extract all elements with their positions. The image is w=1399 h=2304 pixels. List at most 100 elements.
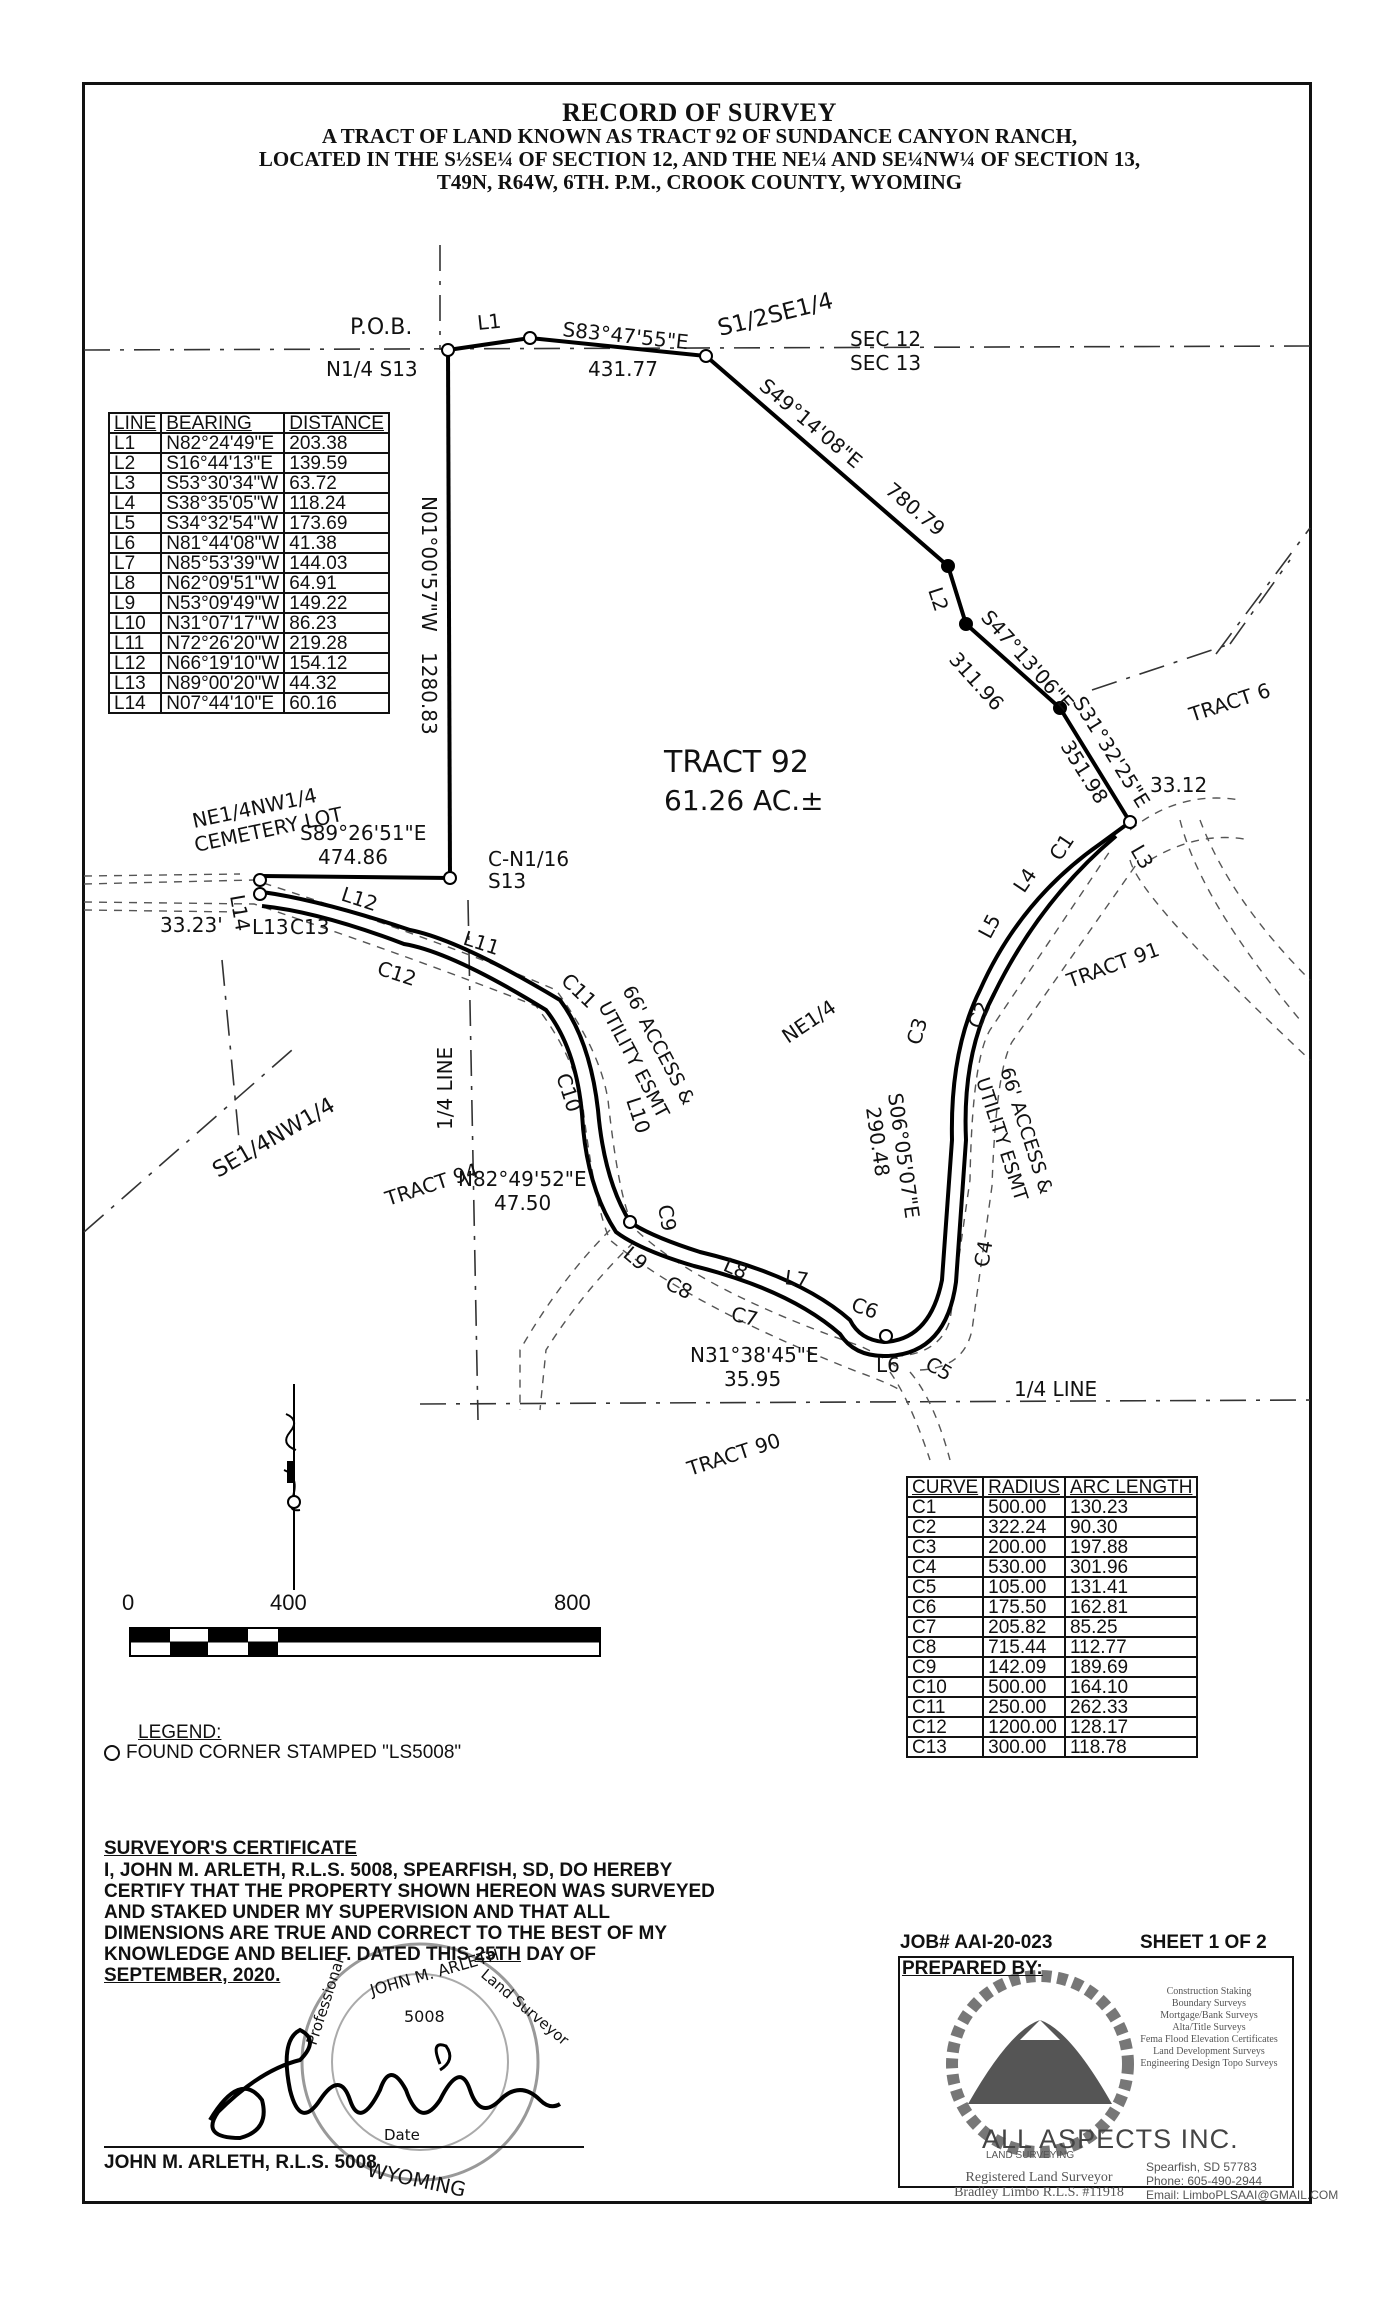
line-id: L7 (107, 552, 163, 574)
curve-id: C5 (905, 1576, 985, 1598)
line-id: L9 (107, 592, 163, 614)
road-edges (83, 797, 1311, 1461)
line-distance: 63.72 (283, 472, 390, 494)
curve-arc-length: 162.81 (1063, 1596, 1199, 1618)
seal-state: WYOMING (365, 2157, 468, 2201)
curve-radius: 1200.00 (982, 1716, 1066, 1738)
bearing-bot-label: N31°38'45"E (690, 1343, 819, 1367)
line-distance: 154.12 (283, 652, 390, 674)
certificate-title: SURVEYOR'S CERTIFICATE (104, 1838, 357, 1859)
line-bearing: S34°32'54"W (160, 512, 286, 534)
curve-radius: 175.50 (982, 1596, 1066, 1618)
bearing-s-label: S89°26'51"E (300, 821, 426, 845)
curve-id: C1 (905, 1496, 985, 1518)
scale-zero: 0 (122, 1590, 135, 1615)
scale-mid: 400 (270, 1590, 307, 1615)
curve-radius: 322.24 (982, 1516, 1066, 1538)
job-number: JOB# AAI-20-023 (900, 1932, 1053, 1953)
contact-phone: Phone: 605-490-2944 (1146, 2174, 1263, 2188)
seal-number: 5008 (404, 2007, 445, 2026)
set-pins (941, 559, 1067, 715)
line-distance: 219.28 (283, 632, 390, 654)
curve-id: C9 (905, 1656, 985, 1678)
curve-arc-length: 262.33 (1063, 1696, 1199, 1718)
service-item: Alta/Title Surveys (1172, 2022, 1246, 2033)
n14-s13-label: N1/4 S13 (326, 357, 418, 381)
signature-flourish (434, 2043, 452, 2072)
line-bearing: N82°24'49"E (160, 432, 286, 454)
line-id: L1 (107, 432, 163, 454)
l11-label: L11 (460, 926, 502, 960)
service-item: Land Development Surveys (1153, 2046, 1265, 2057)
dist-s-label: 474.86 (318, 845, 388, 869)
curve-radius: 500.00 (982, 1496, 1066, 1518)
seal-date: Date (384, 2126, 420, 2144)
l9-label: L9 (619, 1241, 653, 1275)
legend-item-label: FOUND CORNER STAMPED "LS5008" (126, 1742, 462, 1763)
c10-label: C10 (551, 1070, 586, 1115)
curve-arc-length: 118.78 (1063, 1736, 1199, 1758)
c7-label: C7 (729, 1302, 761, 1332)
curve-radius: 250.00 (982, 1696, 1066, 1718)
service-item: Construction Staking (1166, 1986, 1252, 1997)
service-item: Fema Flood Elevation Certificates (1140, 2034, 1278, 2045)
line-id: L10 (107, 612, 163, 634)
l4-label: L4 (1008, 864, 1041, 897)
certificate-body: I, JOHN M. ARLETH, R.L.S. 5008, SPEARFIS… (104, 1860, 724, 1986)
line-id: L8 (107, 572, 163, 594)
curve-arc-length: 128.17 (1063, 1716, 1199, 1738)
title-line-4: T49N, R64W, 6TH. P.M., CROOK COUNTY, WYO… (436, 170, 963, 194)
se14nw14-label: SE1/4NW1/4 (209, 1093, 340, 1183)
found-corner-icon (104, 1744, 120, 1761)
line-bearing: N53°09'49"W (160, 592, 286, 614)
curve-radius: 105.00 (982, 1576, 1066, 1598)
line-id: L13 (107, 672, 163, 694)
curve-id: C11 (905, 1696, 985, 1718)
curve-table-header: ARC LENGTH (1063, 1476, 1199, 1498)
registration-line-2: Bradley Limbo R.L.S. #11918 (954, 2185, 1124, 2200)
curve-id: C13 (905, 1736, 985, 1758)
c8-label: C8 (662, 1271, 697, 1304)
curve-arc-length: 131.41 (1063, 1576, 1199, 1598)
curve-radius: 715.44 (982, 1636, 1066, 1658)
certificate-text: I, JOHN M. ARLETH, R.L.S. 5008, SPEARFIS… (104, 1860, 715, 1965)
line-id: L3 (107, 472, 163, 494)
sec12-label: SEC 12 (850, 327, 921, 351)
curve-radius: 200.00 (982, 1536, 1066, 1558)
c4-label: C4 (969, 1238, 997, 1268)
line-bearing: S38°35'05"W (160, 492, 286, 514)
line-id: L2 (107, 452, 163, 474)
curve-radius: 300.00 (982, 1736, 1066, 1758)
line-bearing: N81°44'08"W (160, 532, 286, 554)
contact-email: Email: LimboPLSAAI@GMAIL.COM (1146, 2188, 1339, 2202)
sec13-label: SEC 13 (850, 351, 921, 375)
l14-label: L14 (225, 893, 255, 933)
curve-radius: 500.00 (982, 1676, 1066, 1698)
line-distance: 44.32 (283, 672, 390, 694)
line-id: L14 (107, 692, 163, 714)
curve-id: C3 (905, 1536, 985, 1558)
service-item: Boundary Surveys (1171, 1998, 1247, 2009)
company-name: ALL ASPECTS INC. (982, 2124, 1239, 2154)
val-3312-label: 33.12 (1150, 773, 1207, 797)
certificate-day: 25TH (474, 1944, 521, 1965)
line-id: L11 (107, 632, 163, 654)
north-arrow-icon (283, 1384, 301, 1590)
curve-arc-length: 130.23 (1063, 1496, 1199, 1518)
registration-line-1: Registered Land Surveyor (965, 2170, 1113, 2185)
c1-label: C1 (1044, 829, 1079, 865)
